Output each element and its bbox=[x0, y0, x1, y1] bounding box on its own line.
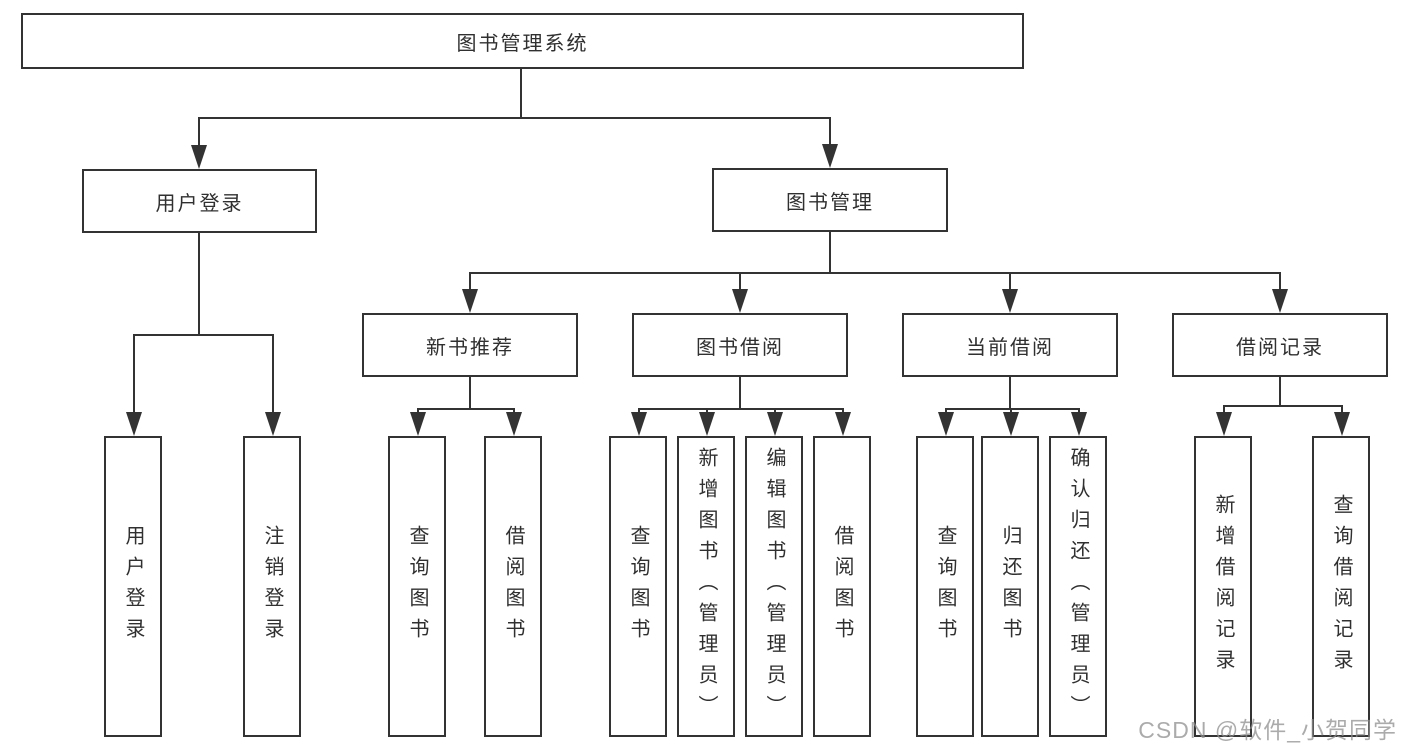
connector-line bbox=[1340, 405, 1343, 414]
leaf-logout-label: 注销登录 bbox=[261, 524, 283, 649]
arrow-down-icon bbox=[1002, 289, 1018, 313]
connector-line bbox=[416, 408, 515, 410]
connector-line bbox=[637, 408, 844, 410]
connector-line bbox=[1279, 377, 1281, 407]
leaf-records-query-record: 查询借阅记录 bbox=[1312, 436, 1370, 737]
leaf-user-login-label: 用户登录 bbox=[122, 524, 144, 649]
leaf-current-return-books: 归还图书 bbox=[981, 436, 1039, 737]
leaf-current-return-books-label: 归还图书 bbox=[999, 524, 1021, 649]
connector-line bbox=[1222, 405, 1343, 407]
leaf-current-confirm-return-admin: 确认归还（管理员） bbox=[1049, 436, 1107, 737]
connector-line bbox=[271, 334, 274, 414]
leaf-current-confirm-return-admin-label: 确认归还（管理员） bbox=[1067, 447, 1089, 726]
leaf-borrow-add-books-admin: 新增图书（管理员） bbox=[677, 436, 735, 737]
connector-line bbox=[1009, 272, 1011, 291]
arrow-down-icon bbox=[409, 412, 426, 436]
arrow-down-icon bbox=[732, 289, 748, 313]
arrow-down-icon bbox=[698, 412, 715, 436]
arrow-down-icon bbox=[125, 412, 142, 436]
leaf-records-add-record-label: 新增借阅记录 bbox=[1212, 493, 1234, 680]
arrow-down-icon bbox=[505, 412, 522, 436]
node-root-label: 图书管理系统 bbox=[456, 32, 589, 55]
connector-line bbox=[198, 117, 831, 119]
leaf-records-query-record-label: 查询借阅记录 bbox=[1330, 493, 1352, 680]
connector-line bbox=[198, 117, 200, 147]
connector-line bbox=[469, 272, 471, 291]
connector-line bbox=[1009, 408, 1012, 414]
connector-line bbox=[637, 408, 640, 414]
arrow-down-icon bbox=[462, 289, 478, 313]
arrow-down-icon bbox=[1070, 412, 1087, 436]
leaf-newbooks-borrow-books: 借阅图书 bbox=[484, 436, 542, 737]
connector-line bbox=[773, 408, 776, 414]
arrow-down-icon bbox=[630, 412, 647, 436]
node-current-borrow-label: 当前借阅 bbox=[966, 336, 1054, 359]
leaf-current-query-books-label: 查询图书 bbox=[934, 524, 956, 649]
connector-line bbox=[1279, 272, 1281, 291]
leaf-borrow-query-books-label: 查询图书 bbox=[627, 524, 649, 649]
connector-line bbox=[198, 233, 200, 336]
connector-line bbox=[512, 408, 515, 414]
leaf-user-login: 用户登录 bbox=[104, 436, 162, 737]
node-root: 图书管理系统 bbox=[21, 13, 1024, 69]
connector-line bbox=[944, 408, 947, 414]
node-borrow-records-label: 借阅记录 bbox=[1236, 336, 1324, 359]
connector-line bbox=[416, 408, 419, 414]
connector-line bbox=[1077, 408, 1080, 414]
leaf-newbooks-query-books-label: 查询图书 bbox=[406, 524, 428, 649]
leaf-borrow-add-books-admin-label: 新增图书（管理员） bbox=[695, 447, 717, 726]
connector-line bbox=[1009, 377, 1011, 410]
connector-line bbox=[829, 117, 831, 146]
connector-line bbox=[829, 232, 831, 274]
leaf-records-add-record: 新增借阅记录 bbox=[1194, 436, 1252, 737]
arrow-down-icon bbox=[937, 412, 954, 436]
connector-line bbox=[944, 408, 1080, 410]
connector-line bbox=[1222, 405, 1225, 414]
arrow-down-icon bbox=[822, 144, 838, 168]
arrow-down-icon bbox=[1333, 412, 1350, 436]
leaf-borrow-borrow-books: 借阅图书 bbox=[813, 436, 871, 737]
connector-line bbox=[469, 377, 471, 410]
node-book-borrow: 图书借阅 bbox=[632, 313, 848, 377]
arrow-down-icon bbox=[191, 145, 207, 169]
node-new-book-recommend-label: 新书推荐 bbox=[426, 336, 514, 359]
node-borrow-records: 借阅记录 bbox=[1172, 313, 1388, 377]
leaf-borrow-borrow-books-label: 借阅图书 bbox=[831, 524, 853, 649]
connector-line bbox=[841, 408, 844, 414]
connector-line bbox=[520, 69, 522, 119]
leaf-logout: 注销登录 bbox=[243, 436, 301, 737]
node-book-borrow-label: 图书借阅 bbox=[696, 336, 784, 359]
leaf-current-query-books: 查询图书 bbox=[916, 436, 974, 737]
connector-line bbox=[739, 377, 741, 410]
leaf-borrow-edit-books-admin: 编辑图书（管理员） bbox=[745, 436, 803, 737]
node-book-management: 图书管理 bbox=[712, 168, 948, 232]
connector-line bbox=[132, 334, 274, 336]
connector-line bbox=[739, 272, 741, 291]
connector-line bbox=[705, 408, 708, 414]
node-current-borrow: 当前借阅 bbox=[902, 313, 1118, 377]
watermark: CSDN @软件_小贺同学 bbox=[1138, 717, 1397, 743]
node-new-book-recommend: 新书推荐 bbox=[362, 313, 578, 377]
arrow-down-icon bbox=[834, 412, 851, 436]
connector-line bbox=[469, 272, 1281, 274]
connector-line bbox=[132, 334, 135, 414]
node-user-login-label: 用户登录 bbox=[155, 192, 244, 215]
leaf-borrow-edit-books-admin-label: 编辑图书（管理员） bbox=[763, 447, 785, 726]
arrow-down-icon bbox=[1272, 289, 1288, 313]
arrow-down-icon bbox=[264, 412, 281, 436]
leaf-borrow-query-books: 查询图书 bbox=[609, 436, 667, 737]
node-book-management-label: 图书管理 bbox=[786, 191, 874, 214]
arrow-down-icon bbox=[766, 412, 783, 436]
arrow-down-icon bbox=[1002, 412, 1019, 436]
leaf-newbooks-query-books: 查询图书 bbox=[388, 436, 446, 737]
leaf-newbooks-borrow-books-label: 借阅图书 bbox=[502, 524, 524, 649]
node-user-login: 用户登录 bbox=[82, 169, 317, 233]
arrow-down-icon bbox=[1215, 412, 1232, 436]
